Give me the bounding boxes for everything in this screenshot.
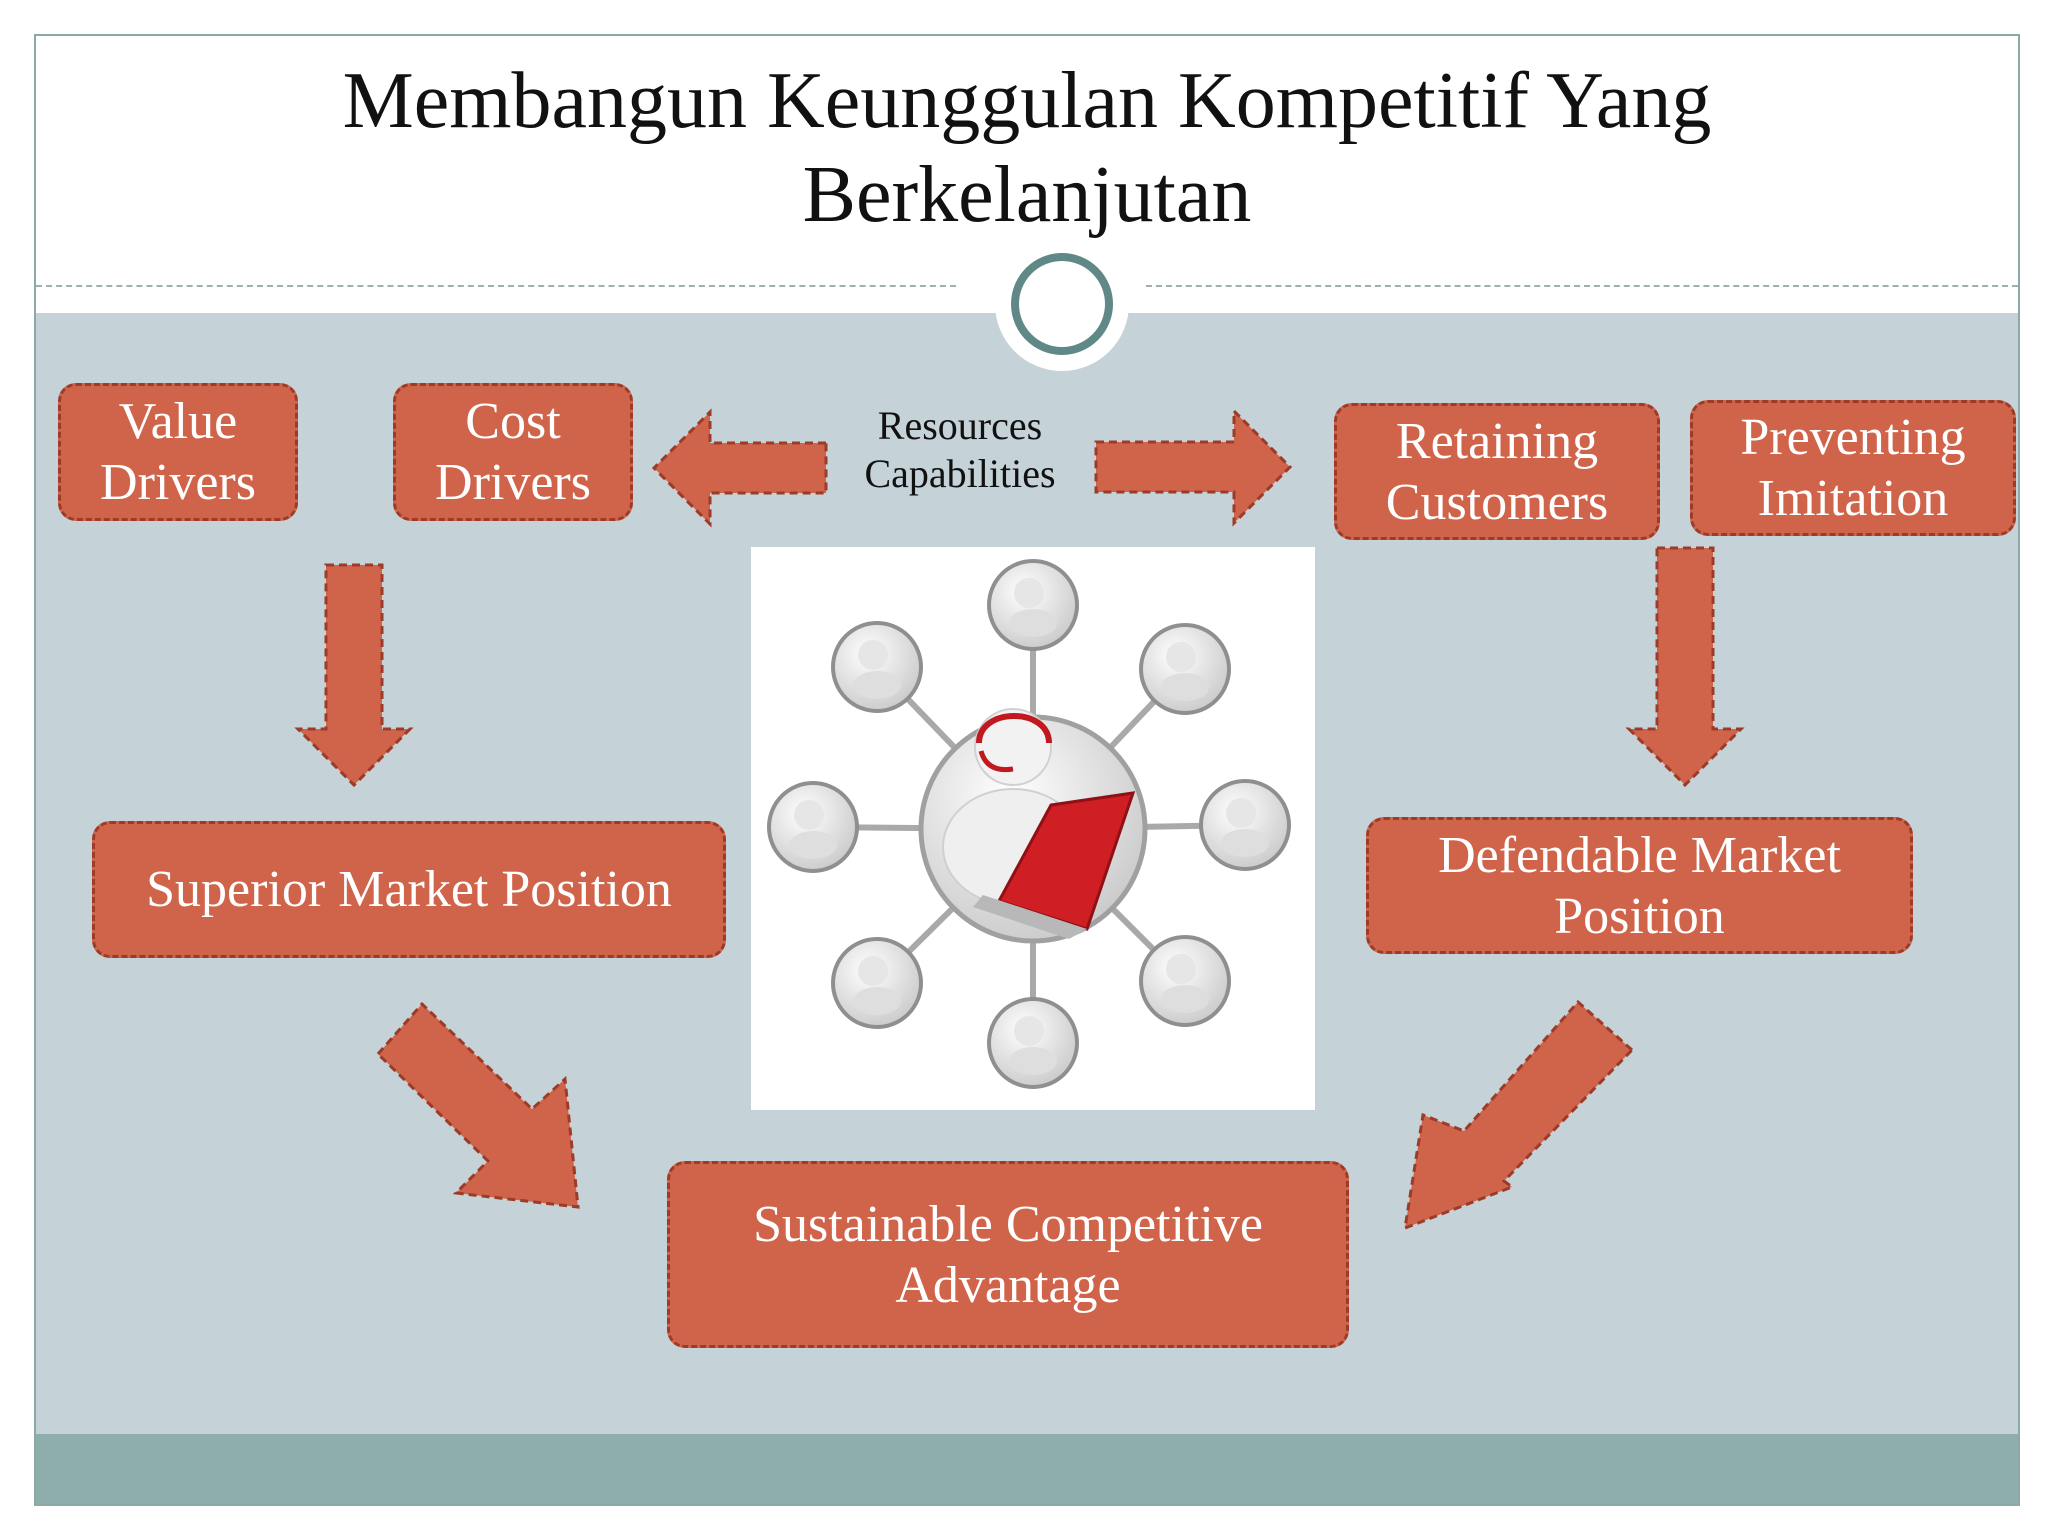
operator-with-laptop-icon [918, 708, 1148, 944]
superior-market-position-label: Superior Market Position [146, 861, 672, 918]
slide-title: Membangun Keunggulan Kompetitif Yang Ber… [36, 54, 2018, 242]
retaining-customers-label: Retaining Customers [1385, 412, 1609, 531]
arrow-left-to-cost-drivers [651, 408, 828, 528]
arrow-down-to-superior-position [294, 563, 414, 788]
customer-network-image [751, 547, 1315, 1110]
title-line-1: Membangun Keunggulan Kompetitif Yang [342, 57, 1712, 145]
cost-drivers-label: Cost Drivers [435, 393, 591, 511]
defendable-market-position-label: Defendable Market Position [1438, 826, 1841, 945]
value-drivers-box: Value Drivers [58, 383, 298, 521]
resources-capabilities-label: Resources Capabilities [864, 403, 1056, 496]
network-node-icons [767, 559, 1291, 1089]
title-divider-left [36, 285, 956, 287]
title-divider-right [1146, 285, 2018, 287]
arrow-diagonal-to-sustainable-left [375, 1001, 580, 1209]
retaining-customers-box: Retaining Customers [1334, 403, 1660, 540]
customer-network-icon [767, 559, 1291, 1089]
defendable-market-position-box: Defendable Market Position [1366, 817, 1913, 954]
cost-drivers-box: Cost Drivers [393, 383, 633, 521]
arrow-diagonal-to-sustainable-right [1403, 999, 1635, 1231]
title-line-2: Berkelanjutan [802, 151, 1252, 239]
sustainable-competitive-advantage-label: Sustainable Competitive Advantage [753, 1195, 1263, 1314]
superior-market-position-box: Superior Market Position [92, 821, 726, 958]
footer-band [36, 1434, 2018, 1504]
arrow-right-to-retaining-customers [1094, 407, 1293, 527]
arrow-down-to-defendable-position [1625, 546, 1745, 788]
preventing-imitation-box: Preventing Imitation [1690, 400, 2016, 536]
sustainable-competitive-advantage-box: Sustainable Competitive Advantage [667, 1161, 1349, 1348]
value-drivers-label: Value Drivers [100, 393, 256, 511]
divider-circle-icon [995, 237, 1129, 371]
preventing-imitation-label: Preventing Imitation [1740, 409, 1966, 527]
